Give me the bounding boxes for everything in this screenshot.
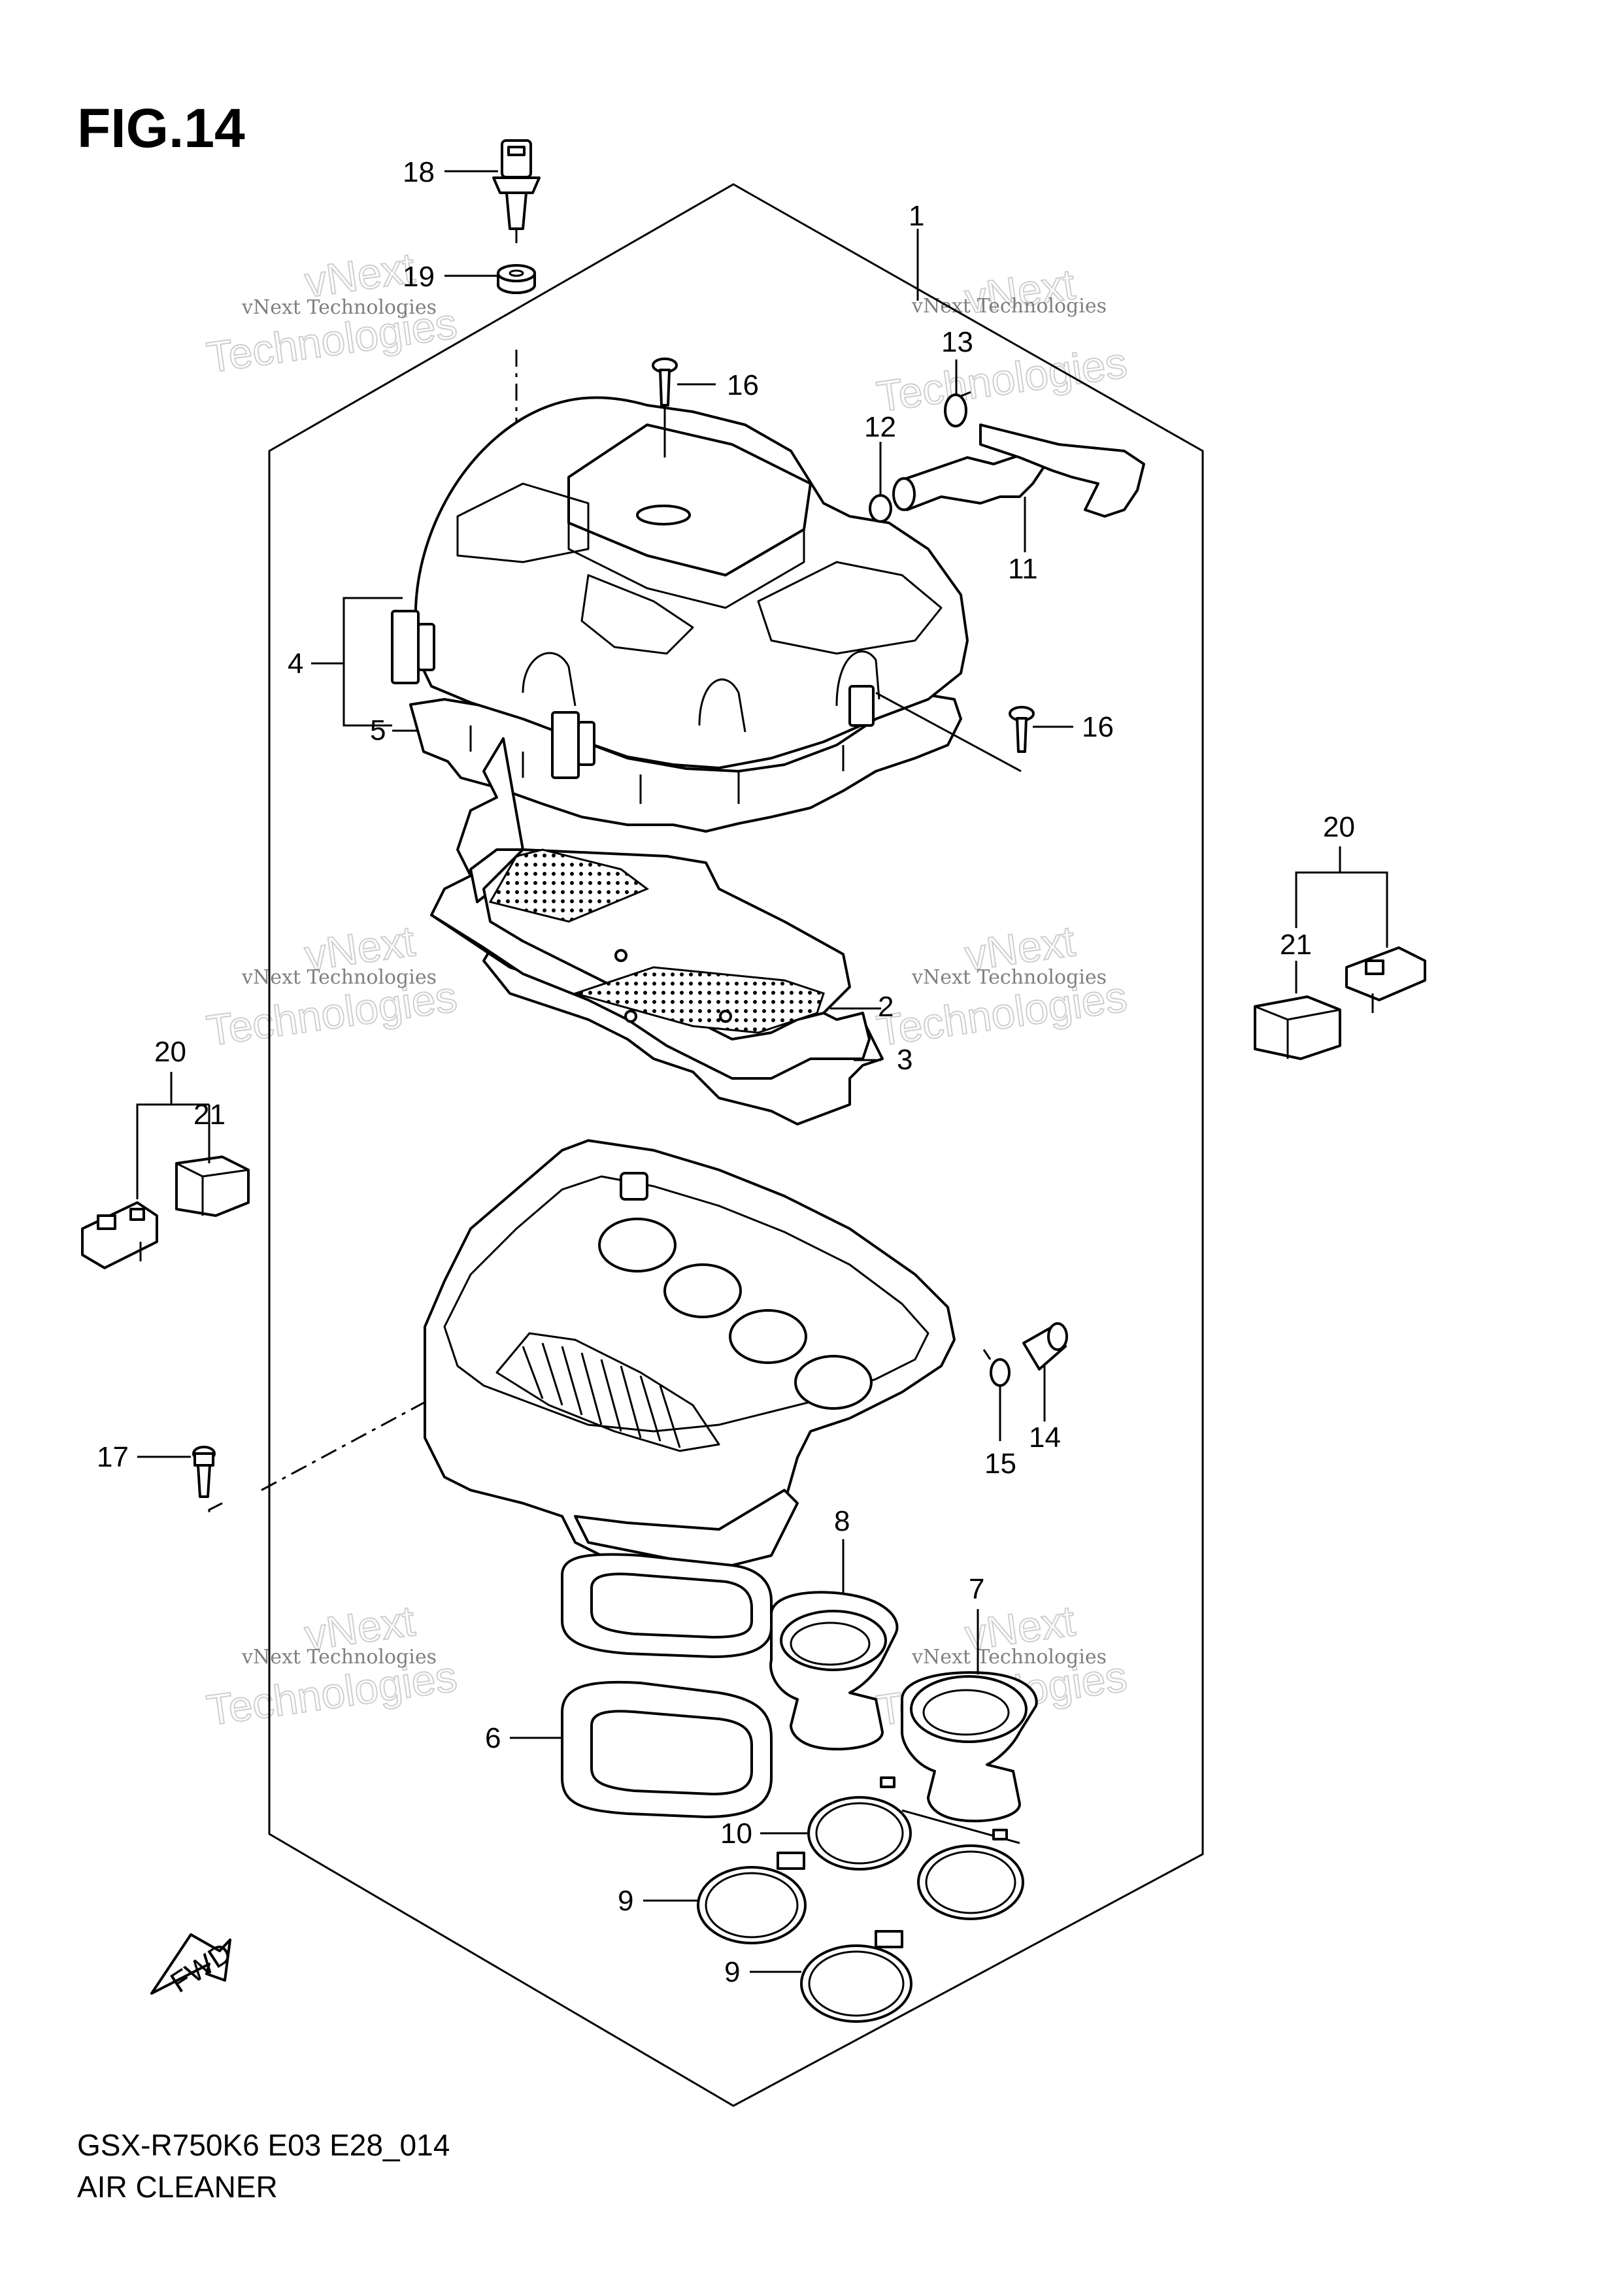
watermark-text: vNext Technologies bbox=[241, 296, 437, 319]
watermark-low-left: Technologies vNext vNext Technologies bbox=[203, 1595, 461, 1735]
part-7-funnel bbox=[901, 1671, 1038, 1823]
part-8-funnel bbox=[769, 1591, 899, 1751]
part-21-boot-left bbox=[175, 1156, 250, 1217]
callout-11: 11 bbox=[1008, 553, 1038, 585]
callout-17: 17 bbox=[97, 1441, 129, 1473]
callout-13: 13 bbox=[941, 326, 973, 358]
part-21-boot-right bbox=[1254, 995, 1341, 1060]
part-14-cap bbox=[1022, 1322, 1068, 1371]
lower-snout-rings bbox=[561, 1553, 773, 1658]
callout-21-left: 21 bbox=[193, 1099, 226, 1131]
callout-4: 4 bbox=[288, 648, 303, 680]
part-17-bolt bbox=[192, 1446, 216, 1498]
part-19-grommet bbox=[497, 264, 536, 294]
leader-lines bbox=[136, 170, 1388, 1973]
watermark-mid-left: Technologies vNext vNext Technologies bbox=[203, 916, 461, 1056]
part-12-clamp bbox=[869, 494, 892, 523]
callout-7: 7 bbox=[969, 1573, 984, 1605]
watermark-text: vNext Technologies bbox=[911, 966, 1107, 989]
part-9-clamp-right bbox=[800, 1930, 912, 2023]
callout-9-left: 9 bbox=[618, 1885, 633, 1917]
part-10-clamps bbox=[807, 1776, 1024, 1920]
part-4-upper-case bbox=[391, 396, 969, 833]
watermark-mid-right: Technologies vNext vNext Technologies bbox=[873, 916, 1131, 1056]
watermark-text: vNext Technologies bbox=[911, 295, 1107, 318]
callout-2: 2 bbox=[878, 991, 894, 1023]
callout-14: 14 bbox=[1029, 1422, 1061, 1454]
callout-6: 6 bbox=[485, 1722, 501, 1754]
watermark-text: vNext Technologies bbox=[241, 1646, 437, 1669]
callout-20-right: 20 bbox=[1323, 811, 1355, 843]
callout-19: 19 bbox=[403, 261, 435, 293]
callout-12: 12 bbox=[864, 411, 896, 443]
model-code: GSX-R750K6 E03 E28_014 bbox=[77, 2128, 450, 2162]
watermark-text: vNext Technologies bbox=[911, 1646, 1107, 1669]
figure-title: FIG.14 bbox=[77, 97, 245, 159]
callout-1: 1 bbox=[909, 200, 924, 232]
callout-16-right: 16 bbox=[1082, 711, 1114, 743]
callout-9-right: 9 bbox=[724, 1956, 740, 1988]
part-20-connector-right bbox=[1345, 946, 1426, 1013]
part-9-clamp-left bbox=[697, 1852, 807, 1944]
lower-case bbox=[424, 1139, 956, 1570]
part-6-seal bbox=[561, 1680, 773, 1818]
callout-8: 8 bbox=[834, 1505, 850, 1537]
part-2-filter-element bbox=[430, 737, 871, 1080]
callout-21-right: 21 bbox=[1280, 929, 1312, 961]
part-15-clip bbox=[982, 1349, 1011, 1387]
assembly-frame bbox=[268, 183, 1204, 2107]
guide-line-17 bbox=[208, 1397, 432, 1516]
callout-16-top: 16 bbox=[727, 369, 759, 401]
callout-3: 3 bbox=[897, 1044, 912, 1076]
part-18-sensor bbox=[492, 139, 541, 243]
fwd-arrow: FWD bbox=[150, 1933, 237, 1999]
watermark-big-text: Technologies bbox=[874, 338, 1130, 421]
part-11-hose bbox=[892, 424, 1145, 518]
diagram-caption: AIR CLEANER bbox=[77, 2170, 278, 2204]
callout-5: 5 bbox=[370, 714, 386, 746]
part-16-screw-top bbox=[652, 358, 678, 458]
watermark-text: vNext Technologies bbox=[241, 966, 437, 989]
callout-labels: 1 2 3 4 5 6 7 8 9 9 10 11 12 13 14 15 16… bbox=[97, 156, 1355, 1988]
part-20-connector-left bbox=[81, 1201, 158, 1269]
callout-10: 10 bbox=[720, 1818, 752, 1850]
watermark-top-right: Technologies vNext vNext Technologies bbox=[873, 259, 1131, 422]
part-16-screw-right bbox=[1009, 706, 1035, 753]
callout-18: 18 bbox=[403, 156, 435, 188]
callout-20-left: 20 bbox=[154, 1036, 186, 1068]
callout-15: 15 bbox=[984, 1448, 1016, 1480]
